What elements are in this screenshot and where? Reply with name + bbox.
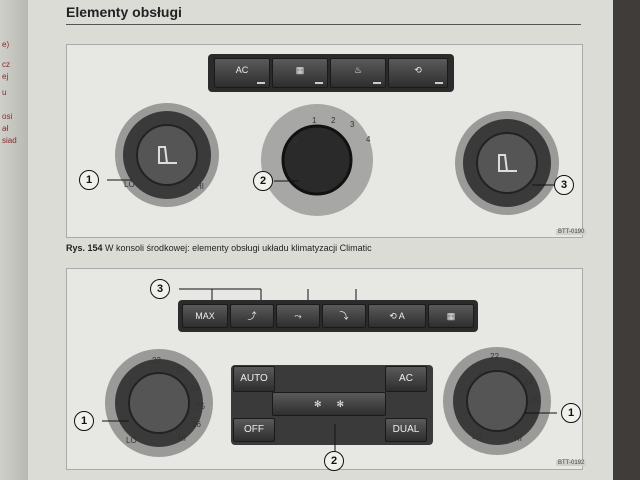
page-fragment: ej [2,72,9,81]
fan-icon: ✻ ✻ [313,399,345,409]
airflow-windshield-button[interactable]: ⤴ [230,304,274,328]
page-fragment: siad [2,136,17,145]
callout-3: 3 [150,279,170,299]
recirculation-icon: ⟲ [414,65,422,75]
callout-3: 3 [554,175,574,195]
temp-label: LO [126,436,137,445]
fan-scale-label: 3 [350,120,355,129]
temp-label: 25 [196,402,205,411]
fan-scale-label: 1 [312,116,317,125]
temp-label: HI [514,434,522,443]
max-defrost-button[interactable]: MAX [182,304,228,328]
caption-label: Rys. 154 [66,243,103,253]
recirculation-button[interactable]: ⟲ [388,58,448,88]
background-surface [613,0,640,480]
ac-button[interactable]: AC [214,58,270,88]
fan-scale-label: 4 [366,135,371,144]
figure-caption: Rys. 154 W konsoli środkowej: elementy o… [66,243,372,253]
callout-1: 1 [561,403,581,423]
fan-scale-label: 0 [293,136,298,145]
fan-scale-label: 2 [331,116,336,125]
seat-dial-lo: LO [124,180,135,189]
airflow-icon: ⤳ [294,311,302,321]
seat-heat-button[interactable]: ♨ [330,58,386,88]
off-button[interactable]: OFF [233,418,275,442]
indicator-led [435,82,443,84]
fig2-button-strip: MAX ⤴ ⤳ ⤵ ⟲ A ▦ [178,300,478,332]
temp-label: 24 [190,384,199,393]
temp-label: 23 [512,362,521,371]
figure-code: BTT-0190 [556,229,587,235]
temp-label: LO [472,432,483,441]
adjacent-page-edge: e) cz ej u osi ał siad [0,0,28,480]
airflow-feet-button[interactable]: ⤵ [322,304,366,328]
figure-code: BTT-0192 [556,460,587,466]
indicator-led [257,82,265,84]
rear-defrost-button[interactable]: ▦ [428,304,474,328]
page-title: Elementy obsługi [66,4,182,20]
caption-text: W konsoli środkowej: elementy obsługi uk… [105,243,372,253]
callout-2: 2 [324,451,344,471]
rear-defrost-icon: ▦ [295,65,305,75]
fig1-button-strip: AC ▦ ♨ ⟲ [208,54,454,92]
temp-label: HI [178,434,186,443]
figure-climatronic-panel [66,268,583,470]
rear-defrost-button[interactable]: ▦ [272,58,328,88]
ac-button[interactable]: AC [385,366,427,392]
seat-dial-hi: HI [196,182,204,191]
temp-label: 23 [176,366,185,375]
page-fragment: cz [2,60,10,69]
airflow-icon: ⤵ [339,311,349,321]
callout-1: 1 [79,170,99,190]
dual-button[interactable]: DUAL [385,418,427,442]
windshield-airflow-icon: ⤴ [247,311,257,321]
temp-label: 26 [192,420,201,429]
temp-label: 22 [152,356,161,365]
temp-label: 25 [530,396,539,405]
indicator-led [373,82,381,84]
rear-defrost-icon: ▦ [446,311,456,321]
page-fragment: ał [2,124,9,133]
temp-label: 24 [524,378,533,387]
page-fragment: e) [2,40,10,49]
recirculation-icon: ⟲ [389,311,397,321]
seat-heat-icon: ♨ [353,65,363,75]
callout-1: 1 [74,411,94,431]
callout-2: 2 [253,171,273,191]
fan-speed-rocker[interactable]: ✻ ✻ [272,392,386,416]
page-fragment: u [2,88,7,97]
auto-button[interactable]: AUTO [233,366,275,392]
temp-label: 22 [490,352,499,361]
airflow-face-button[interactable]: ⤳ [276,304,320,328]
auto-recirculation-button[interactable]: ⟲ A [368,304,426,328]
title-underline [66,24,581,25]
indicator-led [315,82,323,84]
page-fragment: osi [2,112,13,121]
